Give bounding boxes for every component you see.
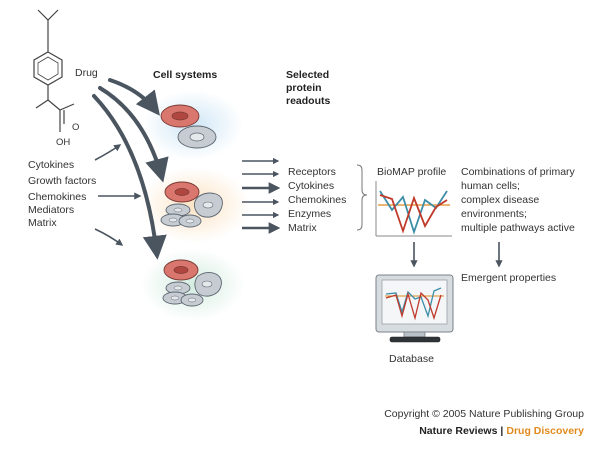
stimulus-mediators: Mediators (28, 204, 74, 216)
drug-arrow-1 (108, 78, 160, 116)
database-label: Database (389, 353, 434, 365)
stimulus-cytokines: Cytokines (28, 159, 74, 171)
stimulus-arrow-3 (94, 228, 124, 246)
cell-system-2 (140, 167, 250, 243)
stimulus-chemokines: Chemokines (28, 191, 86, 203)
drug-arrow-2 (98, 86, 169, 183)
readout-cytokines: Cytokines (288, 180, 334, 192)
brand-section: Drug Discovery (506, 425, 584, 437)
readouts-header-line2: protein (286, 82, 322, 94)
cell-system-3 (141, 249, 245, 321)
database-computer-icon (375, 274, 454, 343)
cell-systems-header: Cell systems (153, 69, 217, 81)
drug-label: Drug (75, 67, 98, 79)
readout-chemokines: Chemokines (288, 194, 346, 206)
readout-bracket (356, 164, 368, 231)
biomap-profile-plot (375, 181, 452, 237)
stimulus-growth-factors: Growth factors (28, 175, 96, 187)
description-line-3: complex disease (461, 194, 539, 206)
readouts-header-line3: readouts (286, 95, 331, 107)
brand-separator: | (500, 425, 503, 437)
cell-system-1 (143, 90, 243, 160)
chem-oxygen-label: O (72, 122, 79, 133)
description-line-1: Combinations of primary (461, 166, 576, 178)
biomap-profile-label: BioMAP profile (377, 166, 446, 178)
readouts-header-line1: Selected (286, 69, 329, 81)
readout-matrix: Matrix (288, 222, 317, 234)
description-line-2: human cells; (461, 180, 520, 192)
copyright-text: Copyright © 2005 Nature Publishing Group (384, 408, 584, 420)
readout-enzymes: Enzymes (288, 208, 331, 220)
description-line-5: multiple pathways active (461, 222, 575, 234)
journal-brand: Nature Reviews|Drug Discovery (419, 425, 584, 437)
readout-receptors: Receptors (288, 166, 336, 178)
stimulus-matrix: Matrix (28, 217, 57, 229)
brand-journal: Nature Reviews (419, 425, 497, 437)
stimulus-arrow-1 (94, 144, 122, 161)
drug-arrow-3 (92, 94, 167, 260)
description-line-4: environments; (461, 208, 527, 220)
chem-hydroxyl-label: OH (56, 137, 70, 148)
drug-structure-icon (33, 9, 75, 132)
emergent-properties-label: Emergent properties (461, 272, 556, 284)
